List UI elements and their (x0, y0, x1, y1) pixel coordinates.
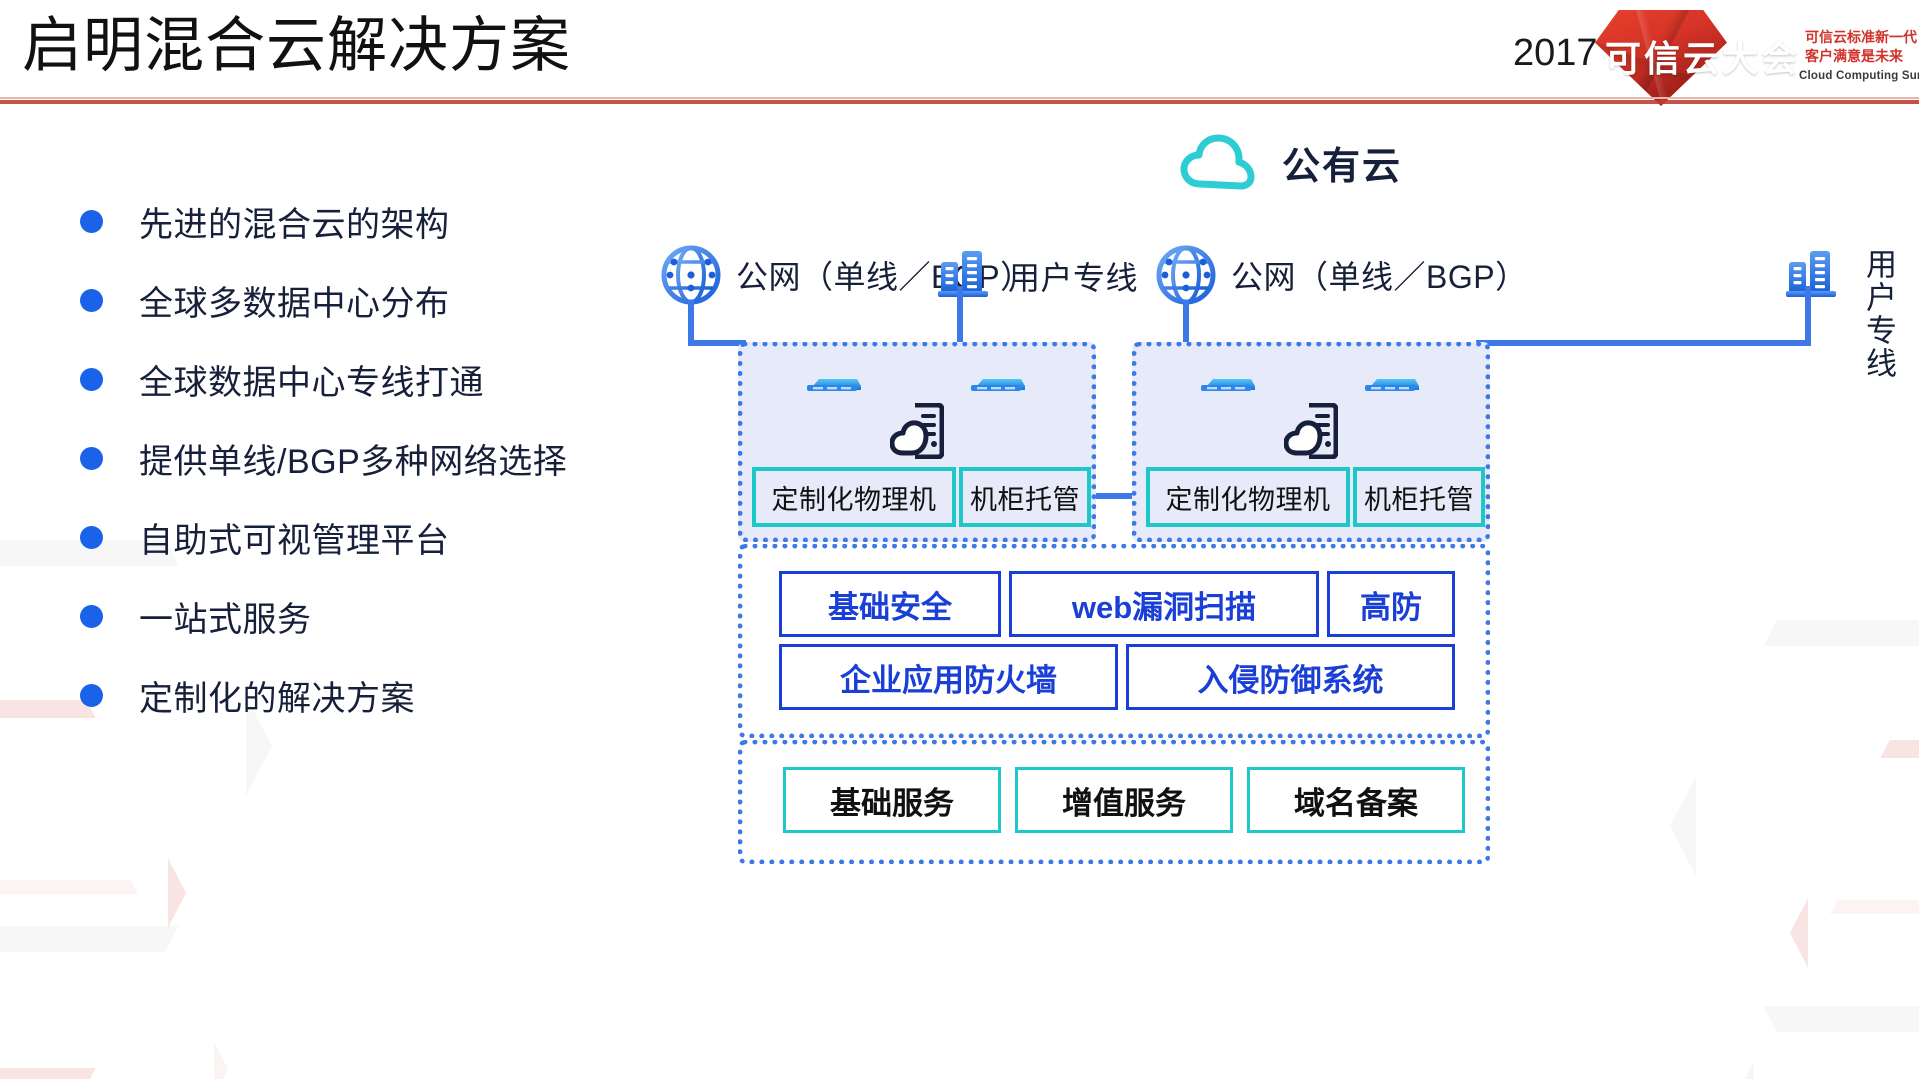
service-panel: 基础服务 增值服务 域名备案 (738, 740, 1490, 864)
service-item-basic: 基础服务 (783, 767, 1001, 833)
header-rule (0, 100, 1919, 104)
side-label-dedicated-line: 用户专线 (1861, 248, 1896, 380)
logo-tagline-2: 客户满意是未来 (1805, 48, 1903, 64)
bullet-dot-icon (80, 210, 103, 233)
connection-label: 公网（单线／BGP） (1231, 259, 1528, 295)
globe-icon (661, 245, 721, 305)
cloud-server-icon (1284, 403, 1338, 459)
page-title: 启明混合云解决方案 (22, 12, 571, 79)
bullet-dot-icon (80, 447, 103, 470)
bullet-dot-icon (80, 368, 103, 391)
list-item: 定制化的解决方案 (80, 656, 700, 735)
connection-label: 公网（单线／BGP） (736, 259, 1033, 295)
bullet-dot-icon (80, 684, 103, 707)
connector-bldg1-down (957, 286, 963, 346)
list-item-label: 全球多数据中心分布 (139, 285, 450, 323)
buildings-icon (938, 251, 988, 297)
conference-logo: 2017 可信云大会 可信云标准新一代 客户满意是未来 Cloud Comput… (1513, 8, 1919, 106)
public-cloud-label: 公有云 (1282, 145, 1403, 188)
service-item-value-added: 增值服务 (1015, 767, 1233, 833)
network-switch-icon (971, 379, 1025, 391)
hex-decoration-pink-left (0, 700, 186, 1079)
logo-name: 可信云大会 (1605, 38, 1801, 79)
network-switch-icon (1365, 379, 1419, 391)
security-item-web-scan: web漏洞扫描 (1009, 571, 1319, 637)
list-item: 自助式可视管理平台 (80, 498, 700, 577)
architecture-diagram: 公有云 (660, 120, 1919, 1079)
list-item: 提供单线/BGP多种网络选择 (80, 419, 700, 498)
list-item: 全球数据中心专线打通 (80, 340, 700, 419)
datacenter-tag-custom-server: 定制化物理机 (1146, 467, 1350, 527)
security-item-basic: 基础安全 (779, 571, 1001, 637)
list-item-label: 一站式服务 (139, 601, 312, 639)
security-item-waf: 企业应用防火墙 (779, 644, 1118, 710)
connector-bldg2-left (1476, 340, 1809, 346)
datacenter-box-1: 定制化物理机 机柜托管 (738, 342, 1096, 542)
connector-globe1-right (688, 340, 746, 346)
slide-header: 启明混合云解决方案 2017 可信云大会 可信云标准新一代 客户满意是未来 Cl… (0, 0, 1919, 108)
security-item-ips: 入侵防御系统 (1126, 644, 1455, 710)
network-switch-icon (807, 379, 861, 391)
buildings-icon (1786, 251, 1836, 297)
datacenter-tag-rack-hosting: 机柜托管 (959, 467, 1091, 527)
connection-row: 公网（单线／BGP） (660, 242, 1919, 316)
connector-globe2-down (1183, 300, 1189, 346)
hex-decoration-pink-left-faint (0, 880, 228, 1079)
list-item-label: 定制化的解决方案 (139, 680, 415, 718)
bullet-dot-icon (80, 605, 103, 628)
globe-icon (1156, 245, 1216, 305)
connector-bldg2-down (1805, 286, 1811, 346)
connection-item-dedicated-line-2 (1786, 248, 1842, 304)
public-cloud-header: 公有云 (1180, 134, 1402, 190)
connection-item-dedicated-line-1: 用户专线 (938, 248, 1138, 304)
datacenter-box-2: 定制化物理机 机柜托管 (1132, 342, 1490, 542)
bullet-dot-icon (80, 289, 103, 312)
list-item-label: 全球数据中心专线打通 (139, 364, 484, 402)
list-item-label: 先进的混合云的架构 (139, 206, 450, 244)
service-item-domain-filing: 域名备案 (1247, 767, 1465, 833)
bullet-dot-icon (80, 526, 103, 549)
connection-label: 用户专线 (1008, 260, 1139, 296)
network-switch-icon (1201, 379, 1255, 391)
list-item: 先进的混合云的架构 (80, 182, 700, 261)
header-rule-light (0, 97, 1919, 99)
cloud-server-icon (890, 403, 944, 459)
list-item: 一站式服务 (80, 577, 700, 656)
connection-item-public-net-1: 公网（单线／BGP） (660, 244, 1033, 306)
list-item-label: 自助式可视管理平台 (139, 522, 450, 560)
logo-year: 2017 (1513, 32, 1598, 74)
datacenter-tag-rack-hosting: 机柜托管 (1353, 467, 1485, 527)
cloud-icon (1180, 134, 1255, 190)
security-item-high-defense: 高防 (1327, 571, 1455, 637)
feature-list: 先进的混合云的架构 全球多数据中心分布 全球数据中心专线打通 提供单线/BGP多… (80, 182, 700, 735)
logo-subtitle-en: Cloud Computing Summit 2017.7.25-26 (1799, 70, 1919, 82)
logo-tagline-1: 可信云标准新一代 (1805, 29, 1917, 45)
connection-item-public-net-2: 公网（单线／BGP） (1155, 244, 1528, 306)
connector-between-datacenters (1080, 493, 1138, 499)
connector-globe1-down (688, 300, 694, 346)
list-item-label: 提供单线/BGP多种网络选择 (139, 443, 568, 481)
list-item: 全球多数据中心分布 (80, 261, 700, 340)
datacenter-tag-custom-server: 定制化物理机 (752, 467, 956, 527)
security-panel: 基础安全 web漏洞扫描 高防 企业应用防火墙 入侵防御系统 (738, 544, 1490, 738)
